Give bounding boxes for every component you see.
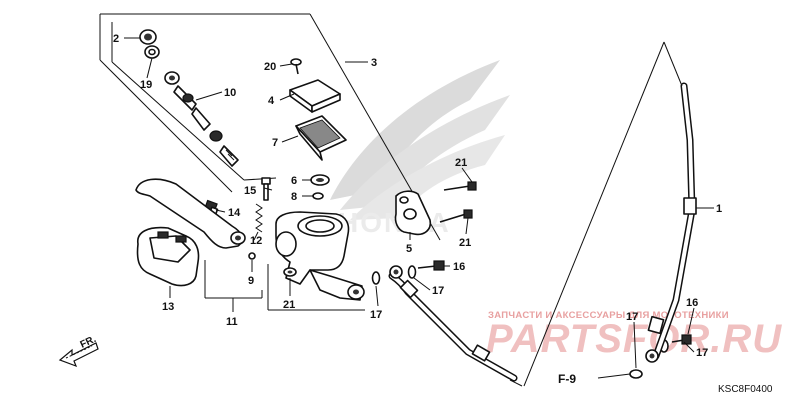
part-1-brake-hose bbox=[388, 82, 697, 382]
reference-label: F-9 bbox=[558, 372, 576, 386]
callout-10: 10 bbox=[224, 87, 236, 99]
watermark-text: ЗАПЧАСТИ И АКСЕССУАРЫ ДЛЯ МОТОТЕХНИКИ bbox=[488, 310, 729, 321]
diagram-code: KSC8F0400 bbox=[718, 384, 773, 395]
callout-3: 3 bbox=[371, 57, 377, 69]
part-16-banjo-bolt-top bbox=[417, 260, 445, 271]
callout-11: 11 bbox=[226, 316, 238, 328]
part-12-spring bbox=[255, 203, 263, 233]
part-10-piston-set bbox=[164, 71, 239, 167]
callout-20: 21 bbox=[283, 299, 295, 311]
part-2-cap bbox=[139, 29, 157, 45]
callout-4: 4 bbox=[268, 95, 275, 107]
callout-14: 14 bbox=[228, 207, 241, 219]
callout-7: 7 bbox=[272, 137, 278, 149]
part-18-seal bbox=[144, 45, 160, 59]
bracket-11 bbox=[204, 260, 263, 312]
part-21-bolt-upper bbox=[443, 181, 477, 191]
part-13-lever-cover bbox=[136, 226, 200, 287]
callout-2: 2 bbox=[113, 33, 119, 45]
callout-5: 5 bbox=[406, 243, 412, 255]
callout-1: 1 bbox=[716, 203, 722, 215]
part-9-nut bbox=[248, 252, 256, 260]
part-19-screw bbox=[290, 58, 302, 75]
callout-16-top: 16 bbox=[453, 261, 465, 273]
leader-lines bbox=[124, 37, 714, 379]
callout-6: 6 bbox=[291, 175, 297, 187]
svg-text:HONDA: HONDA bbox=[338, 207, 451, 238]
callout-21-lower: 21 bbox=[459, 237, 471, 249]
assembly-group-lines bbox=[99, 13, 441, 241]
part-15-pivot-bolt bbox=[261, 177, 271, 201]
part-4-reservoir-cap bbox=[289, 79, 341, 113]
callout-15: 15 bbox=[244, 185, 256, 197]
direction-arrow bbox=[58, 342, 99, 368]
part-8-circlip bbox=[312, 192, 324, 200]
callout-17-d: 17 bbox=[696, 347, 708, 359]
callout-16-lower: 16 bbox=[686, 297, 698, 309]
callout-21-upper: 21 bbox=[455, 157, 467, 169]
part-5-holder bbox=[394, 190, 432, 236]
part-17-washer-b bbox=[407, 265, 417, 279]
callout-12: 12 bbox=[250, 235, 262, 247]
callout-17-b: 17 bbox=[432, 285, 444, 297]
part-20-cap bbox=[283, 267, 297, 277]
callout-18: 19 bbox=[140, 79, 152, 91]
part-17-washer-a bbox=[371, 271, 381, 285]
callout-13: 13 bbox=[162, 301, 174, 313]
part-7-diaphragm bbox=[295, 115, 347, 161]
master-cylinder-body bbox=[275, 211, 365, 301]
hose-guide-lines bbox=[509, 41, 683, 387]
callout-labels: 2 19 10 20 3 4 7 6 8 15 14 12 9 13 11 21… bbox=[113, 33, 722, 359]
callout-8: 8 bbox=[291, 191, 297, 203]
part-6-boot bbox=[310, 174, 330, 186]
callout-17-a: 17 bbox=[370, 309, 382, 321]
callout-9: 9 bbox=[248, 275, 254, 287]
callout-17-c: 17 bbox=[626, 311, 638, 323]
bracket-17 bbox=[267, 264, 365, 311]
part-17-washer-c bbox=[629, 369, 643, 379]
brake-lever bbox=[135, 178, 246, 249]
callout-19: 20 bbox=[264, 61, 276, 73]
